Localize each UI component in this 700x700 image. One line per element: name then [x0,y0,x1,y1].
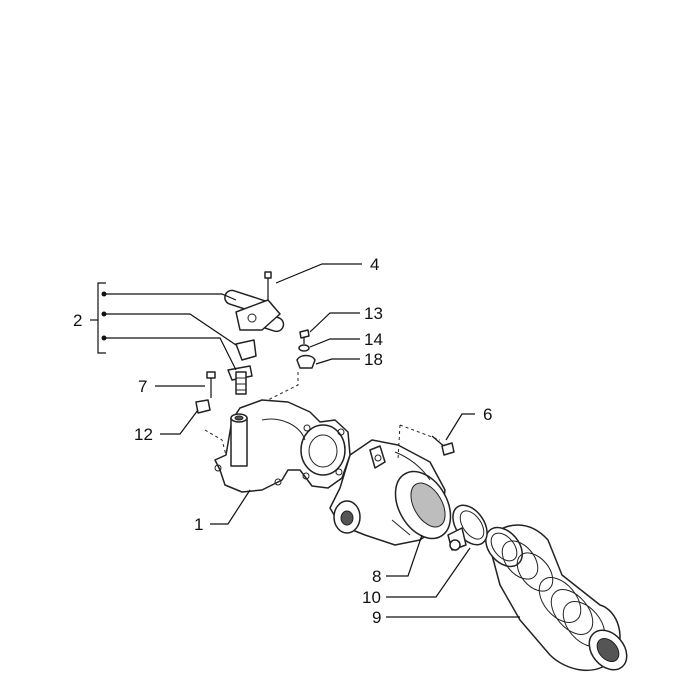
callout-8: 8 [372,567,381,586]
callout-7: 7 [138,377,147,396]
callout-10: 10 [362,588,381,607]
callout-13: 13 [364,304,383,323]
part-small-hardware [267,329,316,401]
callout-6: 6 [483,405,492,424]
part-clip-12 [195,399,211,414]
callout-9: 9 [372,608,381,627]
part-hose [485,524,628,672]
part-screw-4 [264,271,272,300]
part-intake-body [329,439,452,546]
part-valve-assembly [224,289,285,395]
callout-labels: 1 2 4 6 7 8 9 10 12 13 14 18 [73,255,492,627]
callout-1: 1 [194,515,203,534]
callout-18: 18 [364,350,383,369]
part-hose-clamp [447,504,488,551]
callout-2: 2 [73,311,82,330]
callout-12: 12 [134,425,153,444]
part-screw-7 [206,371,216,398]
leader-lines [90,263,520,618]
part-intake-manifold [204,399,351,493]
callout-4: 4 [370,255,379,274]
part-screw-6 [397,424,455,461]
callout-14: 14 [364,330,383,349]
